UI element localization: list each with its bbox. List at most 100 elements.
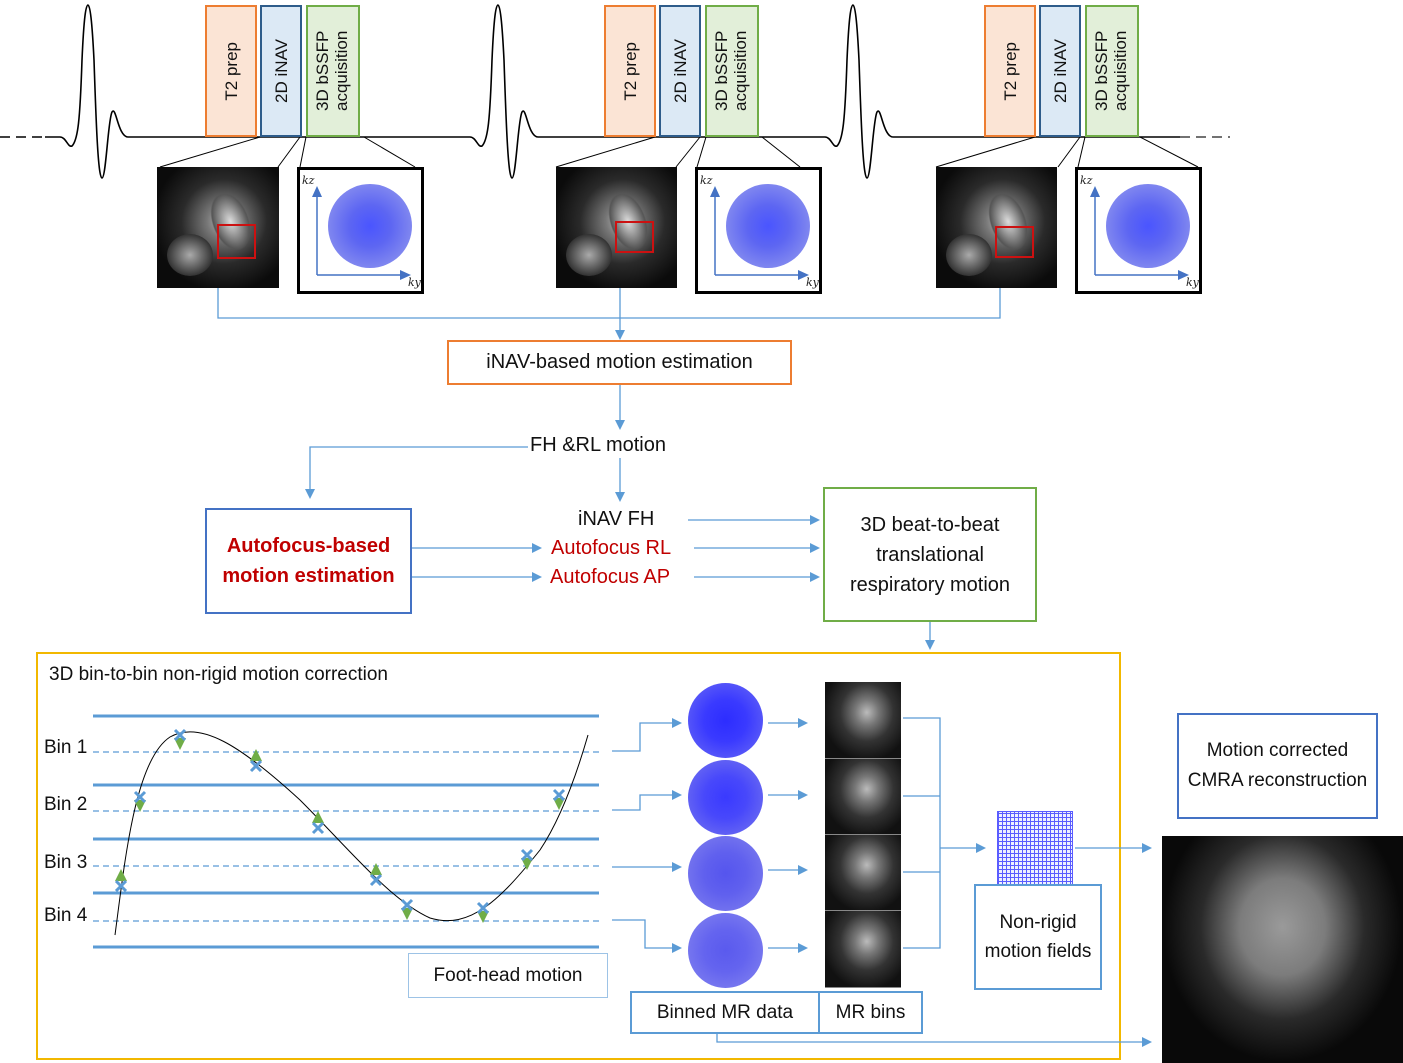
sample-cross-marker [173,728,187,742]
bin-boundaries [93,714,599,949]
kspace-sampling-disc [328,184,412,268]
bssfp-label: 3D bSSFP acquisition [313,30,351,112]
shift-triangle-marker [174,738,186,750]
autofocus-estimation-box: Autofocus-based motion estimation [205,508,412,614]
binned-kspace-4 [688,913,763,988]
roi-box [615,221,654,253]
bin-centers [93,751,599,922]
inav-motion-estimation-box: iNAV-based motion estimation [447,340,792,385]
inav-label: 2D iNAV [271,39,291,103]
kspace-box-2: kz ky [695,167,822,294]
t2-prep-block-2: T2 prep [604,5,656,137]
kz-axis-label: kz [700,174,713,187]
shift-triangle-marker [370,863,382,875]
binned-kspace-2 [688,760,763,835]
cmra-reconstruction-image [1162,836,1403,1063]
shift-triangle-marker [521,858,533,870]
bssfp-block-3: 3D bSSFP acquisition [1085,5,1139,137]
sample-cross-marker [552,788,566,802]
inav-block-1: 2D iNAV [260,5,302,137]
beat-to-beat-label: 3D beat-to-beat translational respirator… [849,513,1011,596]
reconstruction-label: Motion corrected CMRA reconstruction [1187,740,1368,791]
inav-label: 2D iNAV [1050,39,1070,103]
mr-bin-image-2 [825,759,901,835]
motion-field-image [997,811,1073,887]
sample-cross-marker [476,901,490,915]
shift-triangle-marker [250,749,262,761]
inav-collect-lines [217,288,1001,650]
t2-prep-label: T2 prep [620,41,640,101]
roi-box [995,226,1034,258]
ky-axis-label: ky [408,276,421,289]
motion-fields-label: Non-rigid motion fields [984,912,1092,962]
shift-triangle-marker [401,908,413,920]
bssfp-block-2: 3D bSSFP acquisition [705,5,759,137]
binned-mr-data-label: Binned MR data [656,1001,794,1023]
inav-motion-estimation-label: iNAV-based motion estimation [486,351,753,373]
mr-bin-image-4 [825,911,901,988]
shift-triangle-marker [477,911,489,923]
kspace-box-3: kz ky [1075,167,1202,294]
bssfp-label: 3D bSSFP acquisition [1092,30,1130,112]
bssfp-label: 3D bSSFP acquisition [712,30,750,112]
bin-routing [612,717,1152,1047]
autofocus-rl-label: Autofocus RL [551,537,672,559]
inav-image-2 [556,167,677,288]
shift-triangle-marker [115,869,127,881]
inav-block-3: 2D iNAV [1039,5,1081,137]
bssfp-block-1: 3D bSSFP acquisition [306,5,360,137]
sample-cross-marker [114,879,128,893]
sample-cross-marker [369,873,383,887]
binned-kspace-1 [688,683,763,758]
t2-prep-label: T2 prep [221,41,241,101]
binned-kspace-3 [688,836,763,911]
bin-4-label: Bin 4 [44,905,88,926]
beat-to-beat-box: 3D beat-to-beat translational respirator… [823,487,1037,622]
foot-head-motion-label: Foot-head motion [433,964,583,986]
t2-prep-block-3: T2 prep [984,5,1036,137]
bin-3-label: Bin 3 [44,852,88,873]
bin-1-label: Bin 1 [44,737,88,758]
autofocus-ap-label: Autofocus AP [550,566,671,588]
ecg-trace [0,4,1230,179]
kz-axis-label: kz [1080,174,1093,187]
reconstruction-box: Motion corrected CMRA reconstruction [1177,713,1378,819]
mr-bins-box: MR bins [818,991,923,1034]
sample-markers [114,728,566,923]
mr-bin-image-1 [825,682,901,759]
mr-bin-image-3 [825,835,901,911]
autofocus-estimation-label: Autofocus-based motion estimation [222,535,395,587]
ky-axis-label: ky [806,276,819,289]
inav-image-1 [157,167,279,288]
foot-head-motion-box: Foot-head motion [408,953,608,998]
kspace-sampling-disc [726,184,810,268]
shift-triangle-marker [312,811,324,823]
respiratory-curve [114,731,589,936]
kz-axis-label: kz [302,174,315,187]
kspace-sampling-disc [1106,184,1190,268]
inav-block-2: 2D iNAV [659,5,701,137]
shift-triangle-marker [134,800,146,812]
sample-cross-marker [133,790,147,804]
inav-fh-label: iNAV FH [578,508,655,530]
fh-rl-motion-label: FH &RL motion [530,434,666,456]
kspace-box-1: kz ky [297,167,424,294]
inav-image-3 [936,167,1057,288]
binning-title: 3D bin-to-bin non-rigid motion correctio… [49,664,388,685]
roi-box [216,223,256,259]
inav-label: 2D iNAV [670,39,690,103]
motion-fields-box: Non-rigid motion fields [974,884,1102,990]
mr-bins-label: MR bins [835,1001,906,1023]
sample-cross-marker [249,759,263,773]
binning-frame [36,652,1121,1060]
sample-cross-marker [311,821,325,835]
t2-prep-label: T2 prep [1000,41,1020,101]
sample-cross-marker [520,848,534,862]
bin-2-label: Bin 2 [44,794,88,815]
binned-mr-data-box: Binned MR data [630,991,820,1034]
ky-axis-label: ky [1186,276,1199,289]
callout-lines [159,136,1199,168]
sample-cross-marker [400,898,414,912]
shift-triangle-marker [553,798,565,810]
